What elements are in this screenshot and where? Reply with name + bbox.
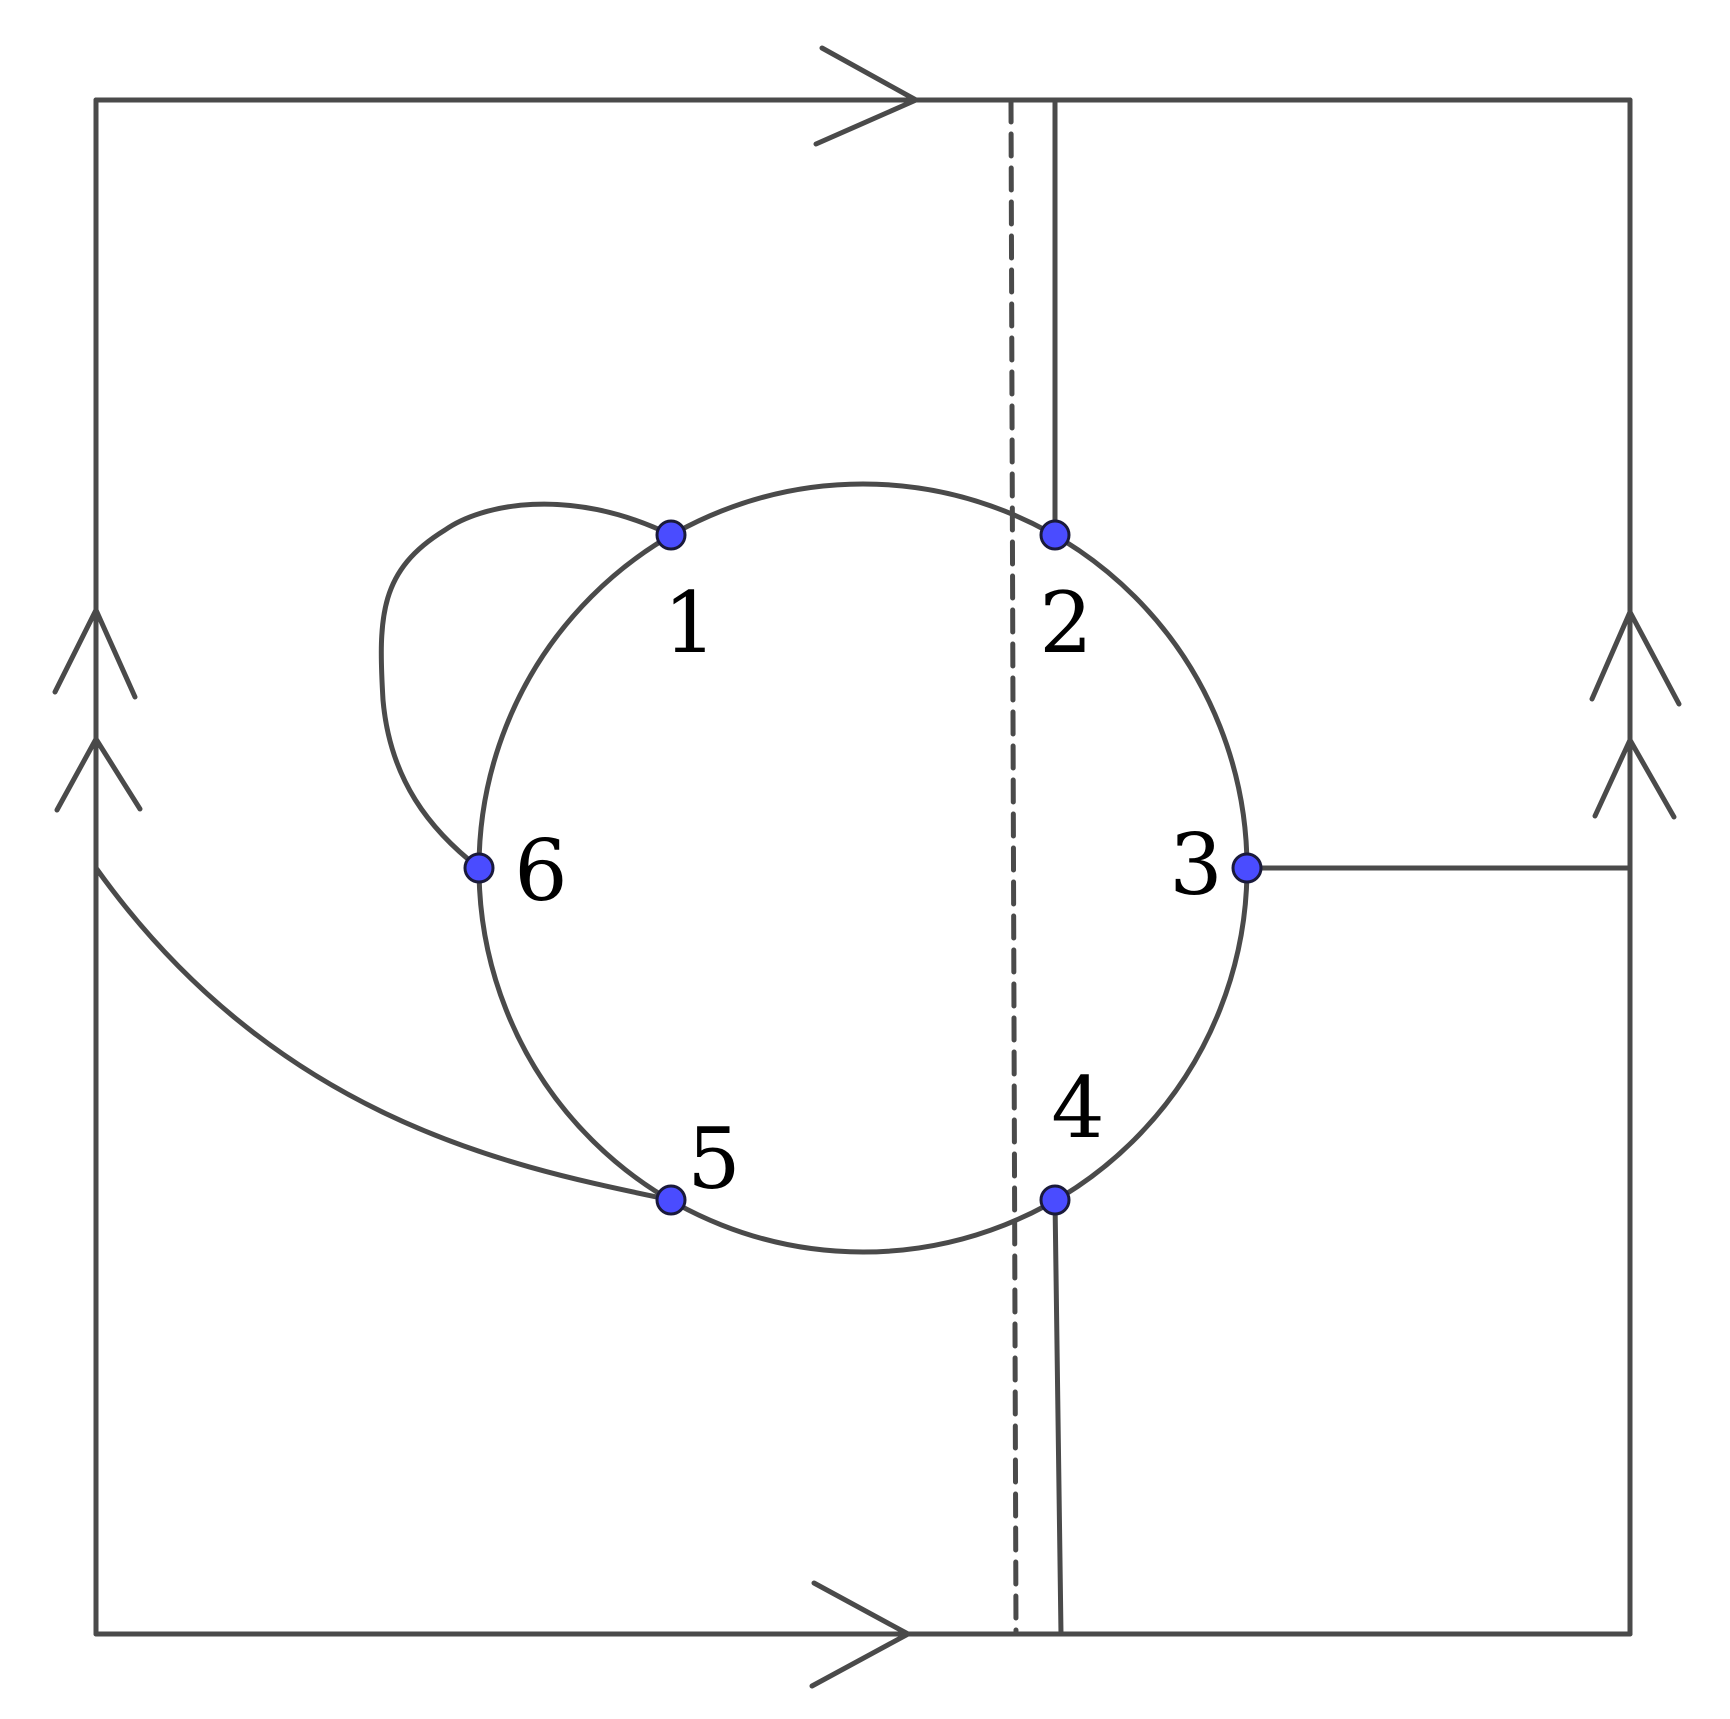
right-double-arrow-inner-icon: [1592, 737, 1677, 820]
top-single-arrow-icon: [813, 45, 919, 147]
vertex-3-dot: [1231, 852, 1263, 884]
vertex-labels: 1 2 3 4 5 6: [514, 574, 1222, 1208]
left-double-arrow-inner-icon: [54, 736, 143, 813]
edge-4-bottom-boundary: [1052, 1197, 1064, 1637]
vertex-label-3: 3: [1169, 816, 1222, 914]
vertex-label-4: 4: [1051, 1059, 1104, 1157]
vertex-label-1: 1: [663, 574, 716, 672]
graph-vertices: [463, 519, 1263, 1216]
vertex-4-dot: [1039, 1184, 1071, 1216]
vertex-1-dot: [655, 519, 687, 551]
vertex-6-dot: [463, 852, 495, 884]
vertex-label-6: 6: [514, 822, 567, 920]
vertex-5-dot: [655, 1184, 687, 1216]
vertex-label-5: 5: [687, 1110, 740, 1208]
edge-1-6-loop-arc: [378, 501, 674, 871]
vertex-2-dot: [1039, 519, 1071, 551]
right-double-arrow-outer-icon: [1589, 609, 1682, 707]
dashed-divider: [1008, 97, 1019, 1637]
bottom-single-arrow-icon: [809, 1580, 911, 1689]
vertex-label-2: 2: [1039, 574, 1092, 672]
left-double-arrow-outer-icon: [52, 607, 138, 700]
edge-5-left-boundary-curve: [93, 865, 674, 1203]
identification-arrows: [52, 45, 1682, 1689]
main-cycle: [476, 481, 1250, 1255]
graph-edges: [93, 97, 1633, 1637]
